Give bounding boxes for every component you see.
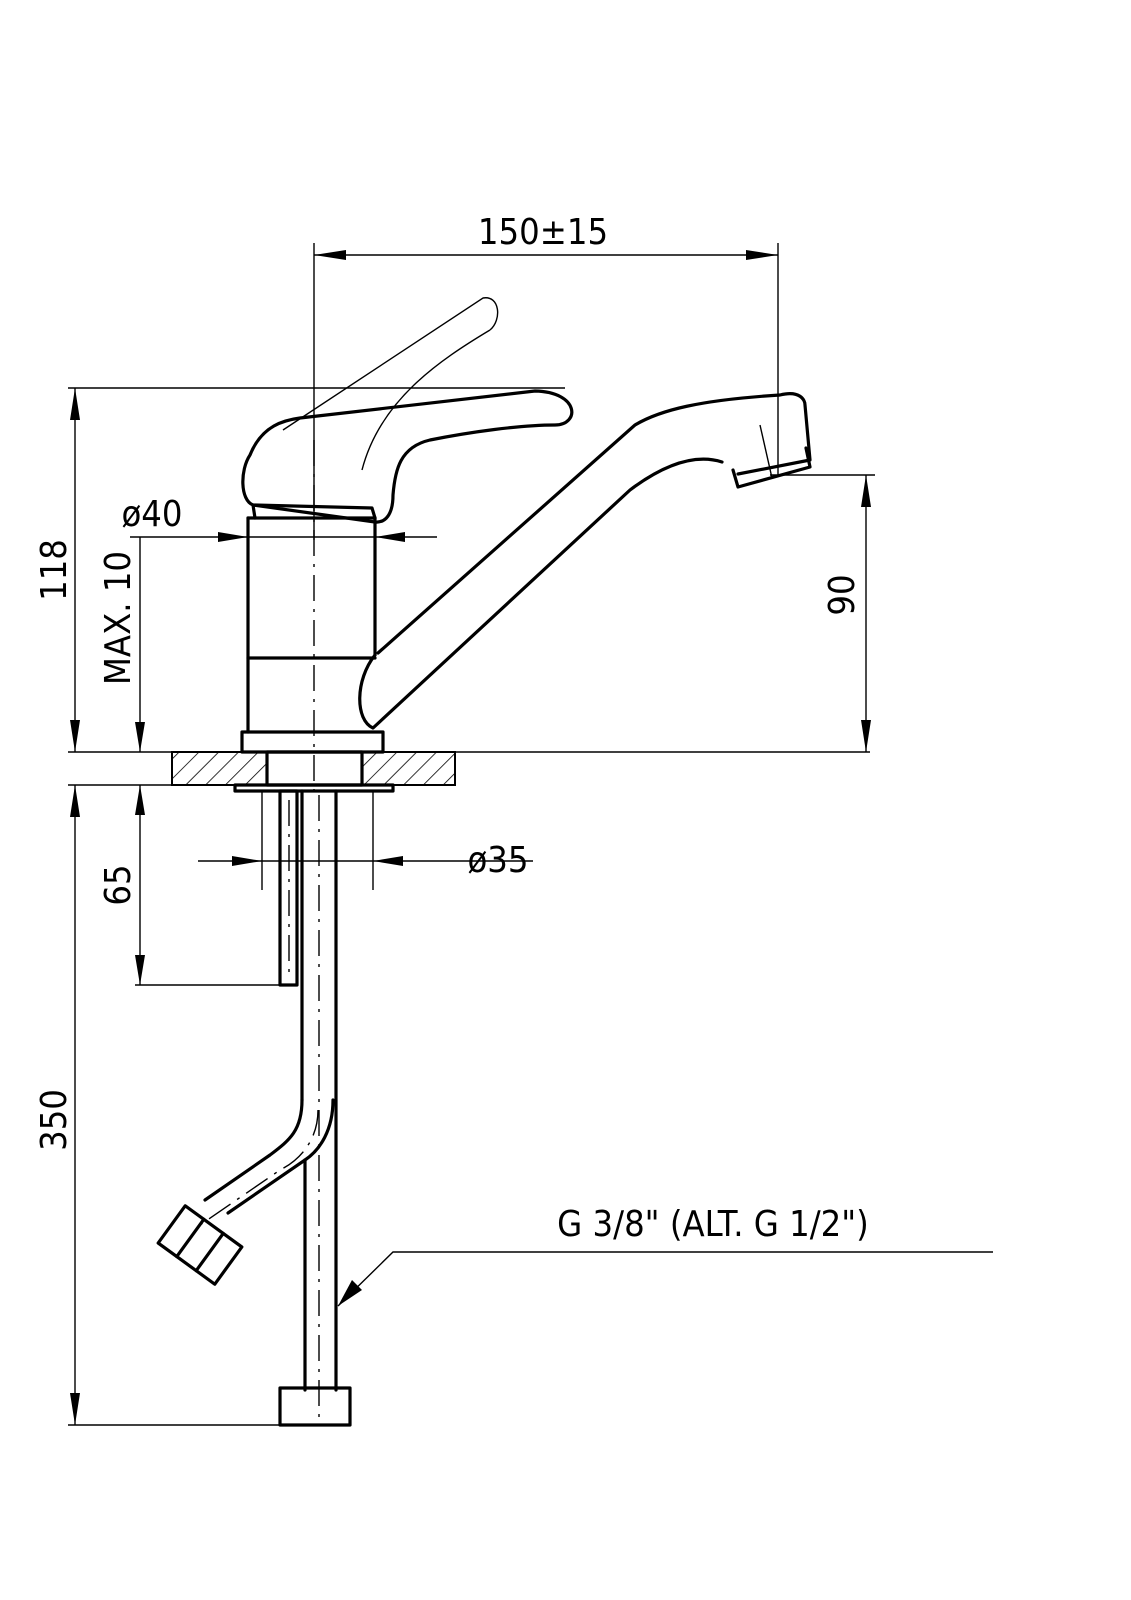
dim-body-diameter: ø40 [121, 494, 437, 542]
dim-label-total-height: 118 [34, 539, 75, 601]
leader-connection: G 3/8" (ALT. G 1/2") [337, 1204, 993, 1307]
label-connection-thread: G 3/8" (ALT. G 1/2") [557, 1204, 869, 1245]
dim-label-body-diameter: ø40 [121, 494, 182, 535]
dim-hole-diameter: ø35 [198, 791, 533, 890]
dim-spout-reach: 150±15 [313, 212, 779, 540]
straight-hose-fitting [278, 1386, 352, 1427]
counter-slab [171, 750, 456, 793]
dim-label-hole-diameter: ø35 [467, 840, 528, 881]
dim-spout-height: 90 [770, 474, 875, 752]
dim-total-height: 118 [34, 387, 565, 752]
dim-label-shank-length: 65 [98, 864, 139, 905]
lever-handle [241, 297, 574, 524]
dim-label-spout-height: 90 [822, 574, 863, 615]
angled-hose-fitting [156, 1204, 244, 1286]
dim-hose-length: 350 [34, 785, 280, 1426]
spout [358, 392, 812, 730]
threaded-shank [278, 789, 299, 987]
dim-shank-length: 65 [98, 785, 285, 986]
dim-label-hose-length: 350 [34, 1089, 75, 1151]
dim-max-thickness: MAX. 10 [68, 537, 172, 815]
dim-label-spout-reach: 150±15 [478, 212, 608, 253]
faucet-body [240, 503, 385, 754]
supply-hoses [156, 789, 352, 1427]
dim-label-max-thickness: MAX. 10 [98, 551, 139, 685]
